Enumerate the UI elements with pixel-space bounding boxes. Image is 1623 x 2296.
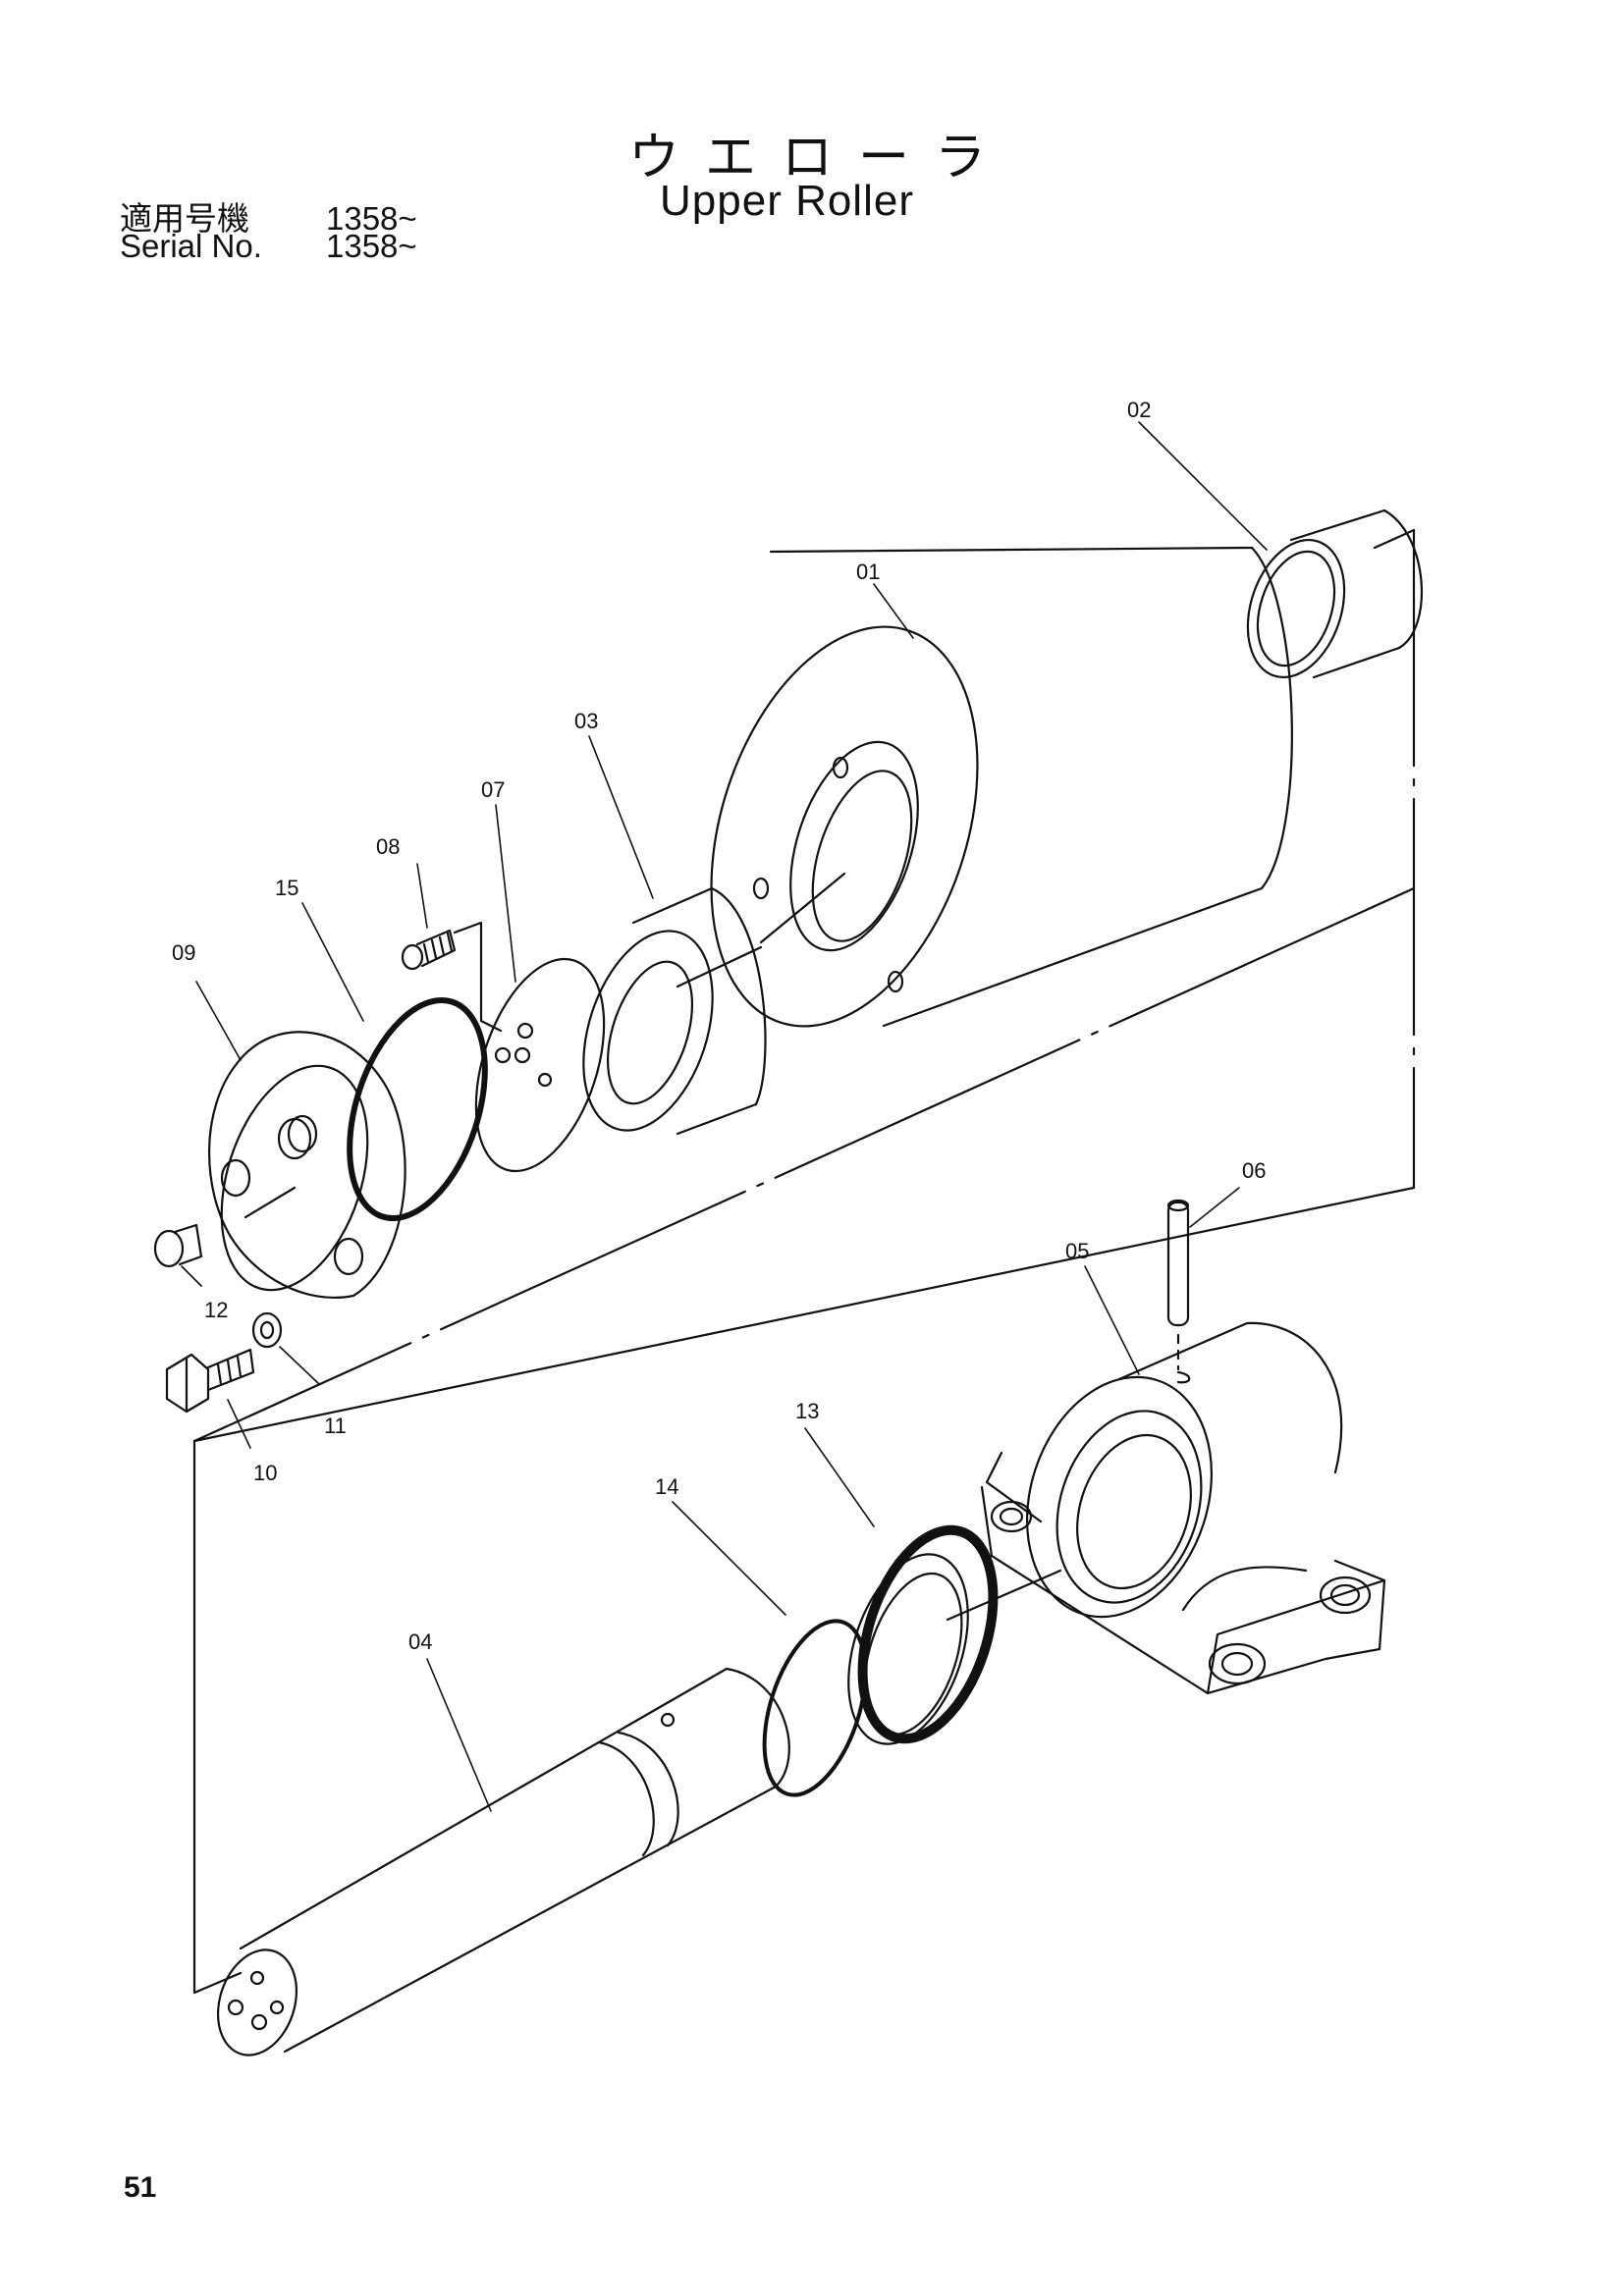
label-14: 14 (655, 1474, 678, 1499)
serial-row-japanese: 適用号機 1358~ (120, 192, 417, 240)
label-06: 06 (1242, 1158, 1266, 1183)
label-10: 10 (253, 1461, 277, 1485)
part-04-shaft (216, 1667, 790, 2056)
leader-lines (181, 421, 1268, 1812)
label-12: 12 (204, 1298, 228, 1322)
serial-label-japanese: 適用号機 (120, 200, 249, 237)
label-02: 02 (1127, 398, 1151, 422)
label-01: 01 (856, 560, 880, 584)
label-07: 07 (481, 777, 505, 802)
label-09: 09 (172, 940, 195, 965)
part-08-screw (401, 921, 503, 1033)
part-15-o-ring (347, 996, 488, 1222)
part-14-snap-ring (762, 1619, 868, 1797)
page-title-japanese: ウエローラ (628, 129, 1012, 187)
label-15: 15 (275, 876, 298, 900)
page-title-english: Upper Roller (660, 177, 914, 225)
part-05-bracket (980, 1321, 1386, 1695)
part-12-plug (153, 1223, 203, 1268)
page-number: 51 (124, 2171, 157, 2204)
part-03-bushing (582, 886, 767, 1136)
label-05: 05 (1065, 1239, 1089, 1263)
part-10-bolt (165, 1348, 255, 1414)
assembly-frame (192, 528, 1416, 1995)
label-04: 04 (408, 1629, 432, 1654)
label-11: 11 (324, 1414, 347, 1438)
part-01-roller-body (710, 546, 1293, 1028)
label-03: 03 (574, 709, 598, 733)
serial-row-english: Serial No. 1358~ (120, 228, 417, 265)
part-07-plate (474, 957, 606, 1173)
part-11-washer (251, 1311, 283, 1349)
serial-value-japanese: 1358~ (326, 200, 417, 237)
part-02-bushing (1246, 508, 1424, 679)
part-13-seal (847, 1524, 1062, 1745)
label-13: 13 (795, 1399, 819, 1423)
label-08: 08 (376, 834, 400, 859)
serial-label-english: Serial No. (120, 228, 262, 264)
part-06-pin (1166, 1199, 1190, 1371)
part-09-cover (208, 1031, 406, 1299)
serial-value-english: 1358~ (326, 228, 417, 264)
part-labels: 02 01 03 07 08 15 09 06 05 12 11 10 13 1… (172, 398, 1266, 1654)
